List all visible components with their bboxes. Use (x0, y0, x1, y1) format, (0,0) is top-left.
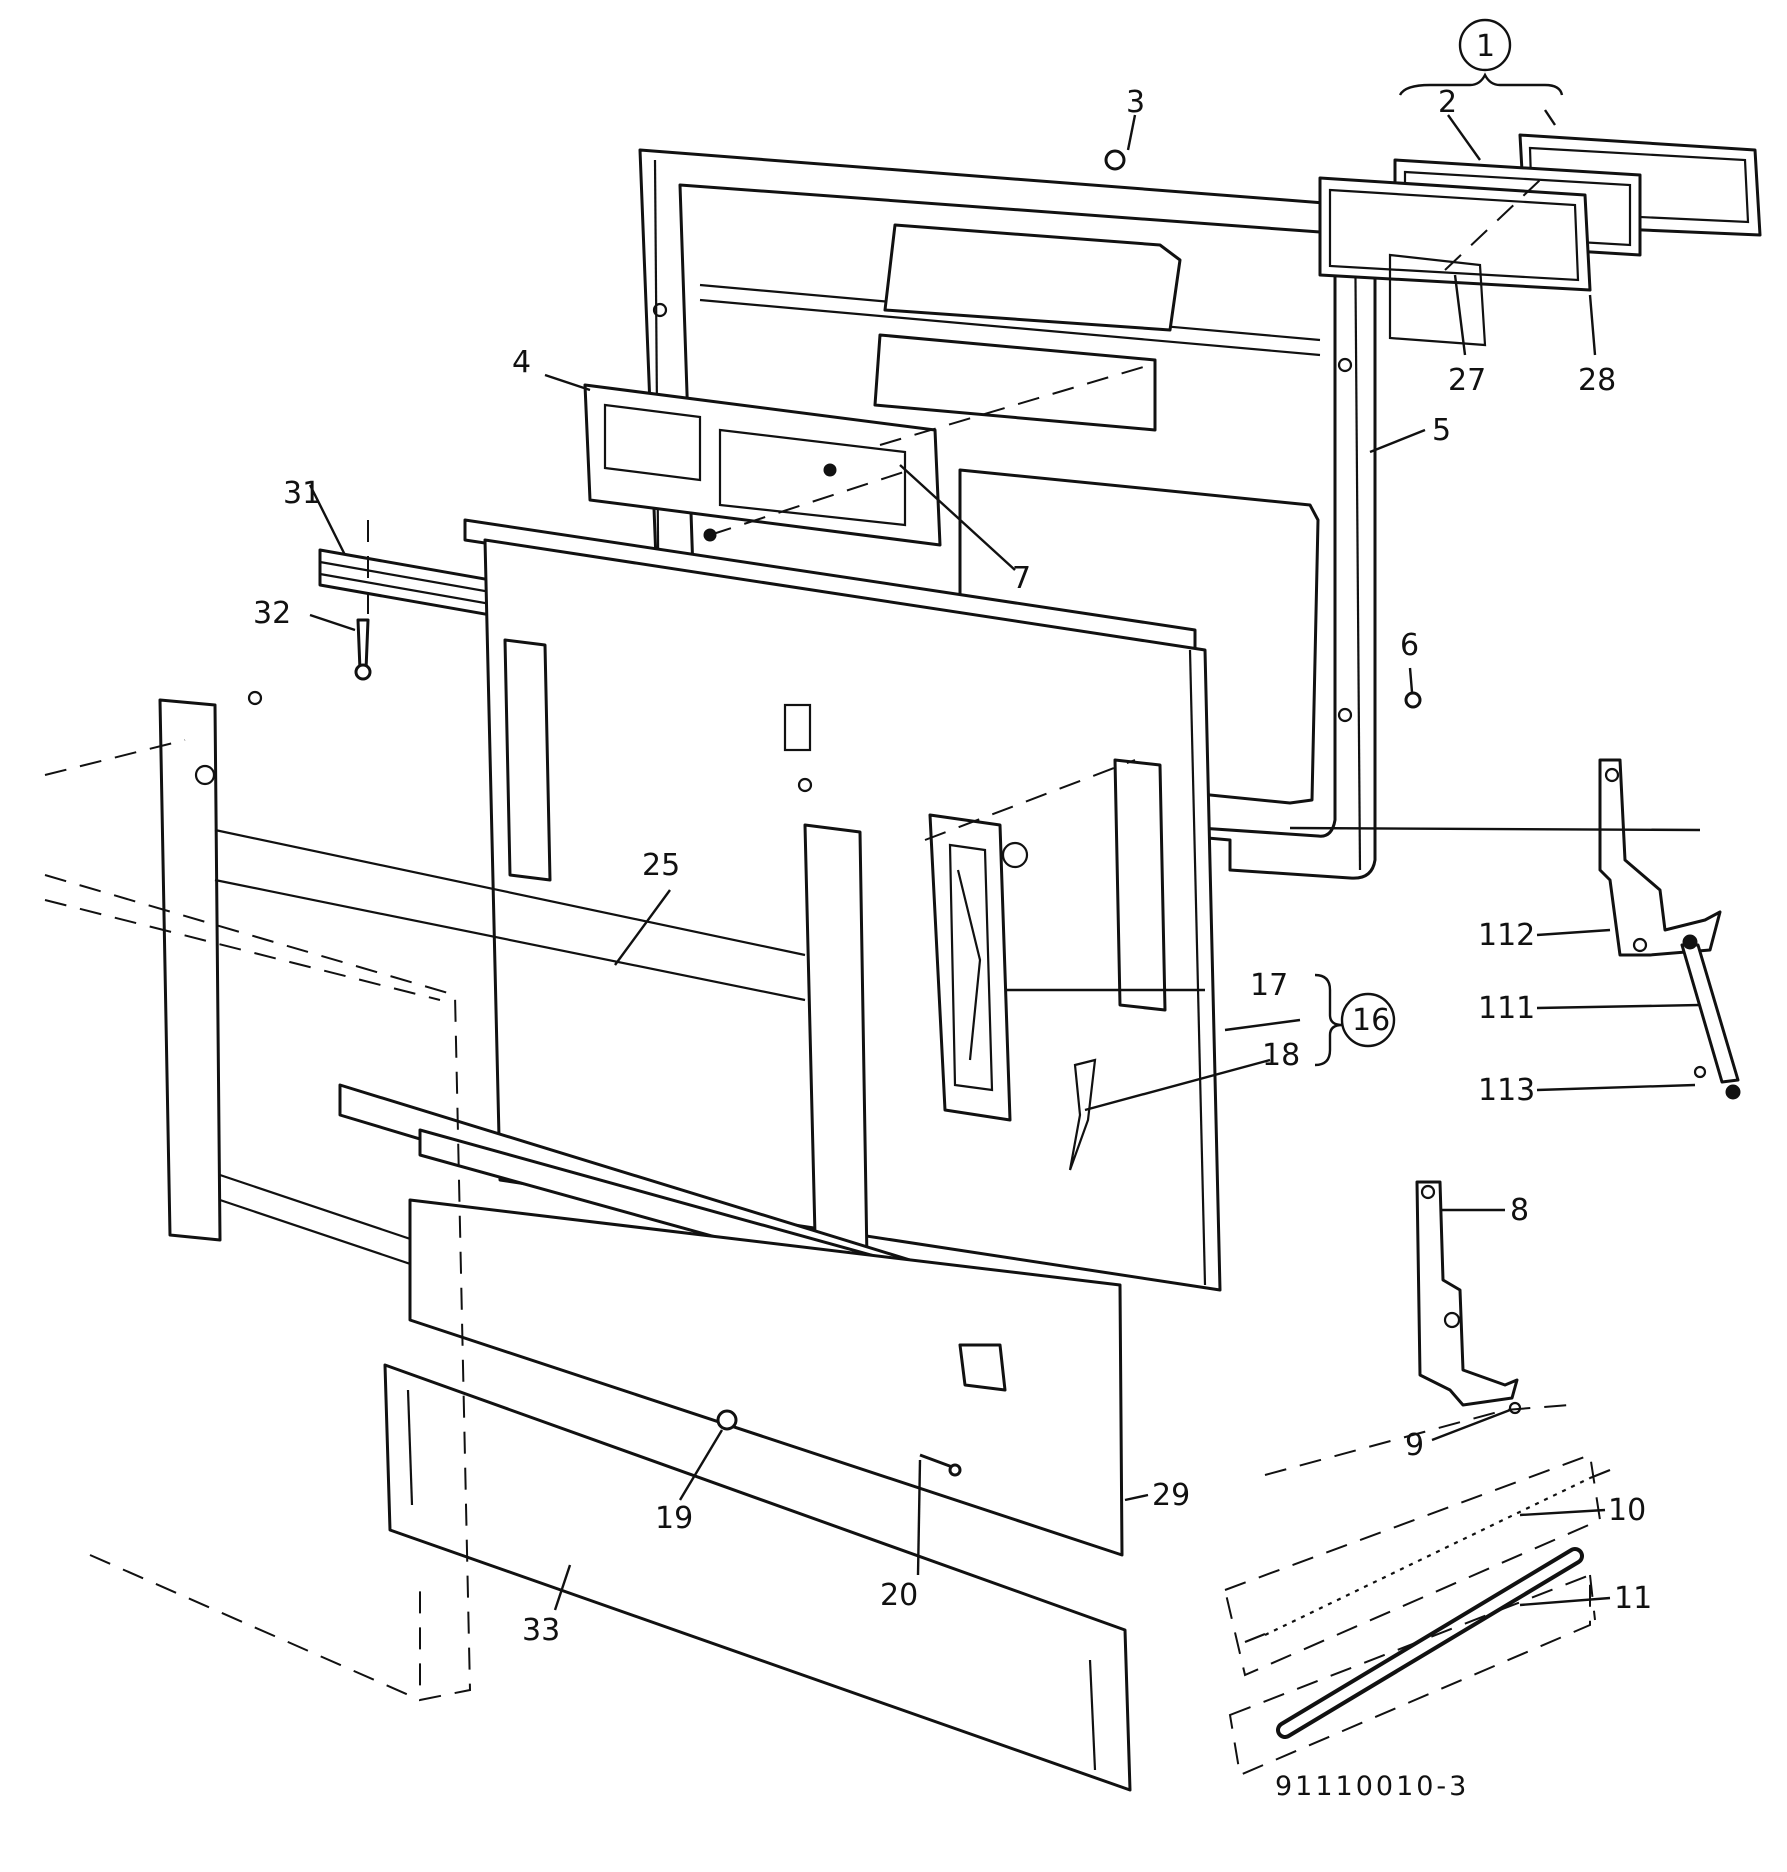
label-part-17: 17 (1250, 968, 1288, 1003)
label-part-113: 113 (1478, 1073, 1535, 1108)
screw-part-32 (354, 618, 372, 681)
hinge-part-17 (928, 813, 1029, 1122)
label-part-16: 16 (1352, 1003, 1390, 1038)
label-part-18: 18 (1262, 1038, 1300, 1073)
label-part-11: 11 (1614, 1581, 1652, 1616)
label-part-5: 5 (1432, 413, 1451, 448)
label-part-33: 33 (522, 1613, 560, 1648)
label-part-19: 19 (655, 1501, 693, 1536)
label-part-9: 9 (1405, 1428, 1424, 1463)
hinge-arm-part-8 (1415, 1180, 1522, 1415)
hinge-bracket-part-112 (1598, 758, 1722, 957)
label-part-31: 31 (283, 476, 321, 511)
pin-part-20 (919, 1453, 962, 1477)
part-labels: 1 2 3 4 5 6 7 8 9 10 11 16 17 18 19 20 2… (253, 29, 1652, 1648)
spring-part-10 (1244, 1468, 1611, 1644)
alignment-lines (44, 179, 1602, 1777)
label-part-6: 6 (1400, 628, 1419, 663)
group-16-brace (1314, 973, 1396, 1067)
screw-part-6 (1404, 691, 1422, 709)
clip-part-18 (1068, 1058, 1097, 1171)
gas-strut-part-111 (1680, 934, 1741, 1100)
washer-part-19 (716, 1409, 738, 1431)
lower-panel-part-29 (408, 1198, 1124, 1557)
label-part-112: 112 (1478, 918, 1535, 953)
label-part-27: 27 (1448, 363, 1486, 398)
label-part-3: 3 (1126, 85, 1145, 120)
leader-lines (308, 109, 1701, 1611)
screw-part-3 (1104, 149, 1126, 171)
label-part-4: 4 (512, 345, 531, 380)
label-part-7: 7 (1012, 561, 1031, 596)
label-part-29: 29 (1152, 1478, 1190, 1513)
label-part-20: 20 (880, 1578, 918, 1613)
bracket-part-4 (583, 383, 942, 547)
rod-part-11 (1276, 1547, 1584, 1739)
label-part-28: 28 (1578, 363, 1616, 398)
label-part-10: 10 (1608, 1493, 1646, 1528)
label-part-1: 1 (1476, 29, 1495, 64)
label-part-25: 25 (642, 848, 680, 883)
bottom-trim-part-33 (383, 1363, 1132, 1792)
label-part-8: 8 (1510, 1193, 1529, 1228)
vent-assembly-part-1 (1318, 133, 1762, 347)
group-1-brace (1398, 18, 1564, 96)
label-part-32: 32 (253, 596, 291, 631)
drawing-code: 91110010-3 (1275, 1771, 1469, 1802)
label-part-2: 2 (1438, 85, 1457, 120)
label-part-111: 111 (1478, 991, 1535, 1026)
